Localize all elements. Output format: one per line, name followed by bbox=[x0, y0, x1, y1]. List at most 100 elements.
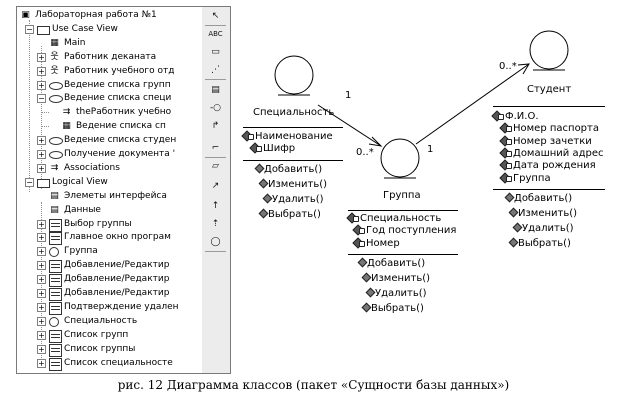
class-operation[interactable]: Изменить() bbox=[509, 208, 577, 220]
attribute-label: Шифр bbox=[263, 143, 296, 155]
attribute-label: Специальность bbox=[360, 213, 442, 224]
class-attribute[interactable]: Шифр bbox=[251, 143, 295, 155]
multiplicity-specialty-end: 1 bbox=[345, 90, 352, 101]
tree-item-label: Список групп bbox=[64, 329, 129, 340]
expand-icon[interactable]: + bbox=[37, 163, 46, 173]
tree-item-label: Элеметы интерфейса bbox=[64, 190, 167, 201]
attribute-icon bbox=[251, 143, 262, 153]
interface-tool[interactable]: -○ bbox=[209, 103, 222, 113]
class-operation[interactable]: Изменить() bbox=[259, 179, 327, 191]
tree-item-label: Main bbox=[64, 37, 86, 48]
tree-item-label: Ведение списка студен bbox=[64, 135, 177, 146]
figure-caption: рис. 12 Диаграмма классов (пакет «Сущнос… bbox=[117, 378, 510, 392]
model-browser[interactable]: ▣Лабораторная работа №1−Use Case View▦Ma… bbox=[16, 6, 204, 374]
expand-icon[interactable]: + bbox=[37, 358, 46, 368]
class-diagram-canvas[interactable]: 1 0..* 1 0..* Специальность Наименование… bbox=[231, 6, 616, 372]
class-attribute[interactable]: Ф.И.О. bbox=[493, 111, 539, 123]
collapse-icon[interactable]: − bbox=[25, 177, 34, 187]
expand-icon[interactable]: + bbox=[37, 344, 46, 354]
tree-item-label: Associations bbox=[64, 162, 120, 173]
class-operation[interactable]: Изменить() bbox=[362, 273, 430, 285]
expand-icon[interactable]: + bbox=[37, 52, 46, 62]
collapse-icon[interactable]: − bbox=[37, 94, 46, 104]
expand-icon[interactable]: + bbox=[37, 275, 46, 285]
association-specialty-group bbox=[317, 104, 382, 147]
expand-icon[interactable]: + bbox=[37, 302, 46, 312]
expand-icon[interactable]: + bbox=[37, 136, 46, 146]
selection-tool[interactable]: ↖ bbox=[211, 11, 220, 21]
class-attribute[interactable]: Дата рождения bbox=[501, 160, 596, 172]
class-attribute[interactable]: Специальность bbox=[348, 213, 441, 225]
expand-icon[interactable]: + bbox=[37, 80, 46, 90]
class-operation[interactable]: Выбрать() bbox=[509, 238, 571, 250]
class-icon bbox=[49, 260, 62, 274]
expand-icon[interactable]: + bbox=[37, 261, 46, 271]
tree-item-label: Logical View bbox=[52, 176, 108, 187]
class-operation[interactable]: Добавить() bbox=[255, 164, 322, 176]
tree-item-label: Главное окно програм bbox=[64, 232, 171, 243]
dependency-tool[interactable]: ↗ bbox=[211, 181, 220, 191]
entity-symbol-group bbox=[380, 138, 420, 178]
class-attribute[interactable]: Номер зачетки bbox=[501, 136, 592, 148]
note-tool[interactable]: ▭ bbox=[211, 47, 220, 57]
class-icon bbox=[49, 357, 62, 371]
entity-class-tool[interactable]: ◯ bbox=[210, 237, 221, 247]
package-tool[interactable]: ▱ bbox=[212, 161, 219, 171]
expand-icon[interactable]: + bbox=[37, 247, 46, 257]
attribute-icon bbox=[493, 111, 504, 120]
realization-tool[interactable]: ⇡ bbox=[211, 219, 220, 229]
class-icon bbox=[49, 274, 62, 288]
class-attribute[interactable]: Номер bbox=[354, 238, 400, 250]
operation-icon bbox=[259, 179, 267, 188]
expand-icon[interactable]: + bbox=[37, 289, 46, 298]
expand-icon[interactable]: + bbox=[37, 66, 46, 76]
operation-icon bbox=[255, 164, 263, 173]
class-attribute[interactable]: Группа bbox=[501, 173, 551, 185]
class-icon bbox=[49, 329, 62, 343]
class-operation[interactable]: Добавить() bbox=[505, 193, 572, 205]
expand-icon[interactable]: + bbox=[37, 233, 46, 243]
operation-icon bbox=[263, 194, 271, 203]
class-attribute[interactable]: Номер паспорта bbox=[501, 123, 599, 135]
class-operation[interactable]: Удалить() bbox=[263, 194, 324, 206]
class-attribute[interactable]: Год поступления bbox=[354, 225, 456, 237]
class-operation[interactable]: Добавить() bbox=[358, 258, 425, 270]
actor-icon: 웃 bbox=[50, 65, 59, 76]
operation-icon bbox=[366, 288, 374, 297]
use-case-icon bbox=[49, 137, 63, 146]
class-tool[interactable]: ▤ bbox=[211, 85, 220, 95]
expand-icon[interactable]: + bbox=[37, 330, 46, 340]
expand-icon[interactable]: + bbox=[37, 219, 46, 229]
class-operation[interactable]: Выбрать() bbox=[362, 303, 424, 315]
class-attribute[interactable]: Домашний адрес bbox=[501, 148, 604, 160]
generalization-tool[interactable]: ↑ bbox=[211, 201, 220, 211]
folder-icon bbox=[37, 25, 50, 35]
attribute-icon bbox=[348, 213, 359, 222]
diagram-toolbox: ↖ ABC ▭ ⋰ ▤ -○ ↱ ⌐ ▱ ↗ ↑ ⇡ ◯ bbox=[202, 6, 231, 374]
multiplicity-student-end: 0..* bbox=[499, 61, 517, 72]
class-operation[interactable]: Удалить() bbox=[513, 223, 574, 235]
multiplicity-group-end: 0..* bbox=[356, 147, 374, 158]
entity-symbol-specialty bbox=[274, 55, 314, 95]
text-tool[interactable]: ABC bbox=[208, 30, 223, 38]
association-class-tool[interactable]: ⌐ bbox=[211, 143, 220, 153]
anchor-tool[interactable]: ⋰ bbox=[211, 65, 220, 75]
class-operation[interactable]: Выбрать() bbox=[259, 209, 321, 221]
collapse-icon[interactable]: − bbox=[25, 24, 34, 34]
class-name: Студент bbox=[527, 84, 572, 95]
class-diagram-icon: ▤ bbox=[50, 190, 59, 201]
arrowhead-group bbox=[368, 136, 383, 147]
class-operation[interactable]: Удалить() bbox=[366, 288, 427, 300]
unidirectional-association-tool[interactable]: ↱ bbox=[211, 121, 220, 131]
use-case-icon bbox=[49, 95, 63, 104]
use-case-icon bbox=[49, 151, 63, 159]
class-divider bbox=[243, 127, 343, 128]
class-attribute[interactable]: Наименование bbox=[243, 131, 333, 143]
tree-item-label: Список группы bbox=[64, 343, 136, 354]
expand-icon[interactable]: + bbox=[37, 150, 46, 159]
attribute-label: Ф.И.О. bbox=[505, 111, 539, 122]
interface-icon bbox=[49, 316, 59, 327]
expand-icon[interactable]: + bbox=[37, 316, 46, 326]
tree-item-label: Данные bbox=[64, 204, 101, 215]
tree-item-label: Добавление/Редактир bbox=[64, 260, 170, 271]
